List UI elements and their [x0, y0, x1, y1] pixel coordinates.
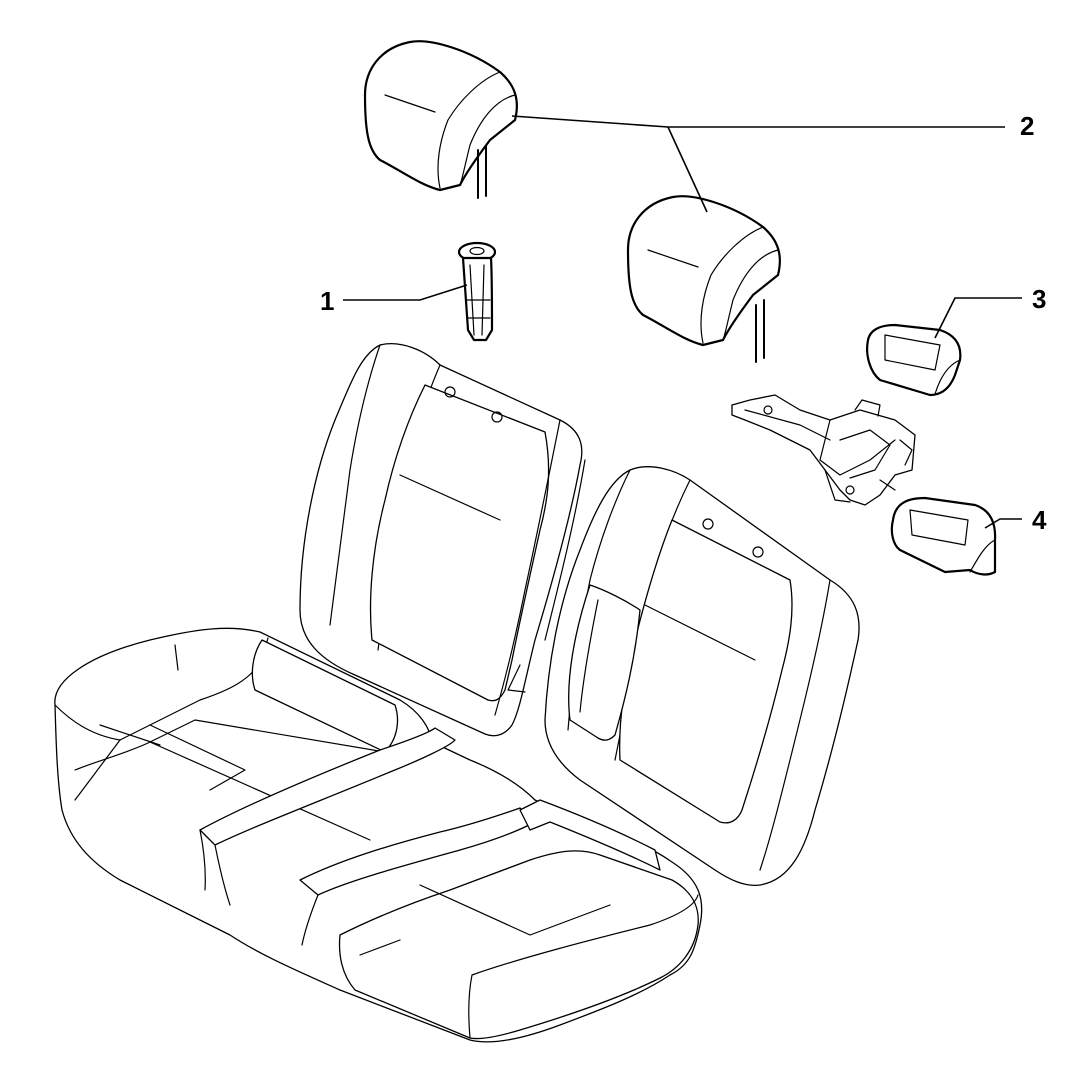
callout-2: 2: [1020, 111, 1034, 141]
headrest-upper: [363, 40, 518, 199]
leader-line-4: [984, 518, 1022, 529]
callout-1: 1: [320, 286, 334, 316]
headrest-guide-sleeve: [457, 241, 497, 342]
leader-lines: [343, 115, 1022, 529]
seat-cushion: [54, 627, 703, 1043]
leader-line-1: [343, 284, 468, 301]
armrest-hinge-bracket: [731, 394, 916, 506]
left-backrest: [299, 343, 586, 737]
trim-cover-lower: [890, 496, 997, 576]
right-backrest: [544, 466, 860, 886]
callout-3: 3: [1032, 284, 1046, 314]
headrest-lower: [626, 195, 781, 363]
leader-line-2: [511, 115, 1005, 128]
leader-line-3: [934, 297, 1022, 339]
callout-4: 4: [1032, 505, 1047, 535]
trim-cover-upper: [866, 323, 962, 397]
